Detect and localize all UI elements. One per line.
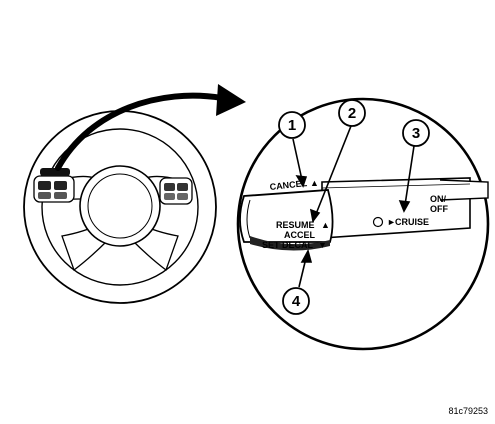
magnified-view xyxy=(236,97,490,351)
callout-1-number: 1 xyxy=(288,117,296,134)
callout-3: 3 xyxy=(402,119,430,147)
leader-lines xyxy=(292,125,415,288)
callout-2-number: 2 xyxy=(348,105,356,122)
set-down-icon: ▼ xyxy=(318,240,327,250)
cancel-up-icon: ▲ xyxy=(310,178,319,188)
on-label: ON/ xyxy=(430,194,447,204)
cancel-label: CANCEL xyxy=(269,178,308,192)
set-decal-label: SET DECAL xyxy=(262,240,314,250)
callout-3-number: 3 xyxy=(412,125,420,142)
callout-1: 1 xyxy=(278,111,306,139)
callout-4: 4 xyxy=(282,287,310,315)
resume-up-icon: ▲ xyxy=(321,220,330,230)
figure-reference: 81c79253 xyxy=(448,406,488,416)
resume-label: RESUME xyxy=(276,220,315,230)
left-switch-pod xyxy=(33,168,75,203)
callout-4-number: 4 xyxy=(292,293,301,310)
steering-wheel xyxy=(23,110,217,304)
cruise-arrow-icon: ► xyxy=(387,217,396,227)
cruise-label: CRUISE xyxy=(395,217,429,227)
accel-label: ACCEL xyxy=(284,230,316,240)
off-label: OFF xyxy=(430,204,448,214)
right-switch-pod xyxy=(159,177,193,205)
zoom-arrow xyxy=(55,84,246,171)
callout-2: 2 xyxy=(338,99,366,127)
